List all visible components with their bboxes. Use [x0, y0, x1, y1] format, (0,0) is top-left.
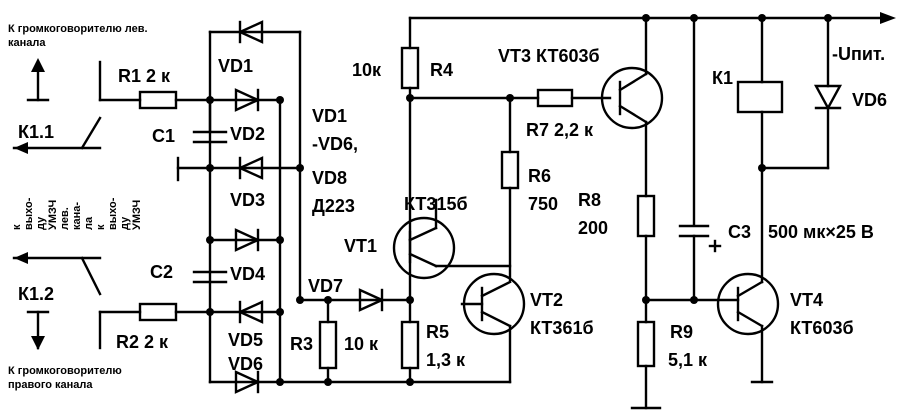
diode-vd3 — [237, 156, 264, 180]
left-speaker-label-1: К громкоговорителю лев. — [8, 23, 148, 35]
svg-text:к: к — [95, 224, 107, 230]
resistor-r6 — [500, 150, 520, 190]
label-r7: R7 2,2 к — [526, 120, 594, 140]
left-speaker-label-2: канала — [8, 37, 46, 49]
label-supply: -Uпит. — [832, 44, 885, 64]
diode-vd6 — [234, 370, 261, 394]
label-vt2-type: КТ361б — [530, 318, 594, 338]
label-r3-value: 10 к — [344, 334, 379, 354]
left-speaker-arrow — [26, 58, 50, 102]
label-vd7: VD7 — [308, 276, 343, 296]
svg-text:ла: ла — [83, 216, 95, 230]
svg-text:кана-: кана- — [71, 202, 83, 230]
svg-text:к: к — [11, 224, 23, 230]
label-r4: R4 — [430, 60, 453, 80]
right-speaker-arrow — [26, 310, 50, 350]
label-r8-value: 200 — [578, 218, 608, 238]
resistor-r8 — [636, 194, 656, 238]
note-diodes-2: -VD6, — [312, 134, 358, 154]
label-vd2: VD2 — [230, 124, 265, 144]
note-diodes-4: Д223 — [312, 196, 355, 216]
label-r6-value: 750 — [528, 194, 558, 214]
resistor-r3 — [318, 320, 338, 370]
label-r9: R9 — [670, 322, 693, 342]
label-r8: R8 — [578, 190, 601, 210]
label-vt4-type: КТ603б — [790, 318, 854, 338]
right-speaker-label-1: К громкоговорителю — [8, 365, 122, 377]
label-vt1-type: КТ315б — [404, 194, 468, 214]
right-speaker-label-2: правого канала — [8, 379, 93, 391]
relay-contact-k1-1 — [12, 60, 102, 154]
relay-contact-k1-2 — [12, 252, 102, 350]
transistor-vt4 — [716, 272, 780, 336]
label-r6: R6 — [528, 166, 551, 186]
label-r5-value: 1,3 к — [426, 350, 466, 370]
label-r3: R3 — [290, 334, 313, 354]
label-r2: R2 2 к — [116, 332, 169, 352]
transistor-vt3 — [600, 66, 664, 130]
label-k1-1: К1.1 — [18, 122, 54, 142]
label-c1: C1 — [152, 126, 175, 146]
capacitor-c1 — [192, 130, 228, 144]
right-output-note: к выхо- ду УМЗЧ — [95, 197, 143, 230]
capacitor-c3 — [678, 224, 722, 253]
label-c3-value: 500 мк×25 В — [768, 222, 874, 242]
label-r1: R1 2 к — [118, 66, 171, 86]
svg-text:ду: ду — [119, 216, 131, 230]
transistor-vt1 — [392, 216, 456, 280]
resistor-r9 — [636, 320, 656, 368]
resistor-r1 — [138, 90, 178, 110]
label-vt2: VT2 — [530, 290, 563, 310]
svg-text:УМЗЧ: УМЗЧ — [131, 200, 143, 230]
capacitor-c2 — [192, 270, 228, 284]
svg-text:выхо-: выхо- — [107, 197, 119, 230]
label-vd3: VD3 — [230, 190, 265, 210]
resistor-r7 — [536, 88, 574, 108]
diode-vd2 — [234, 88, 261, 112]
resistor-r4 — [400, 46, 420, 90]
label-k1-2: К1.2 — [18, 284, 54, 304]
note-diodes-3: VD8 — [312, 168, 347, 188]
label-vt4: VT4 — [790, 290, 823, 310]
left-output-note: к выхо- ду УМЗЧ лев. кана- ла — [11, 197, 95, 230]
resistor-r2 — [138, 302, 178, 322]
label-vd4: VD4 — [230, 264, 265, 284]
label-vt1: VT1 — [344, 236, 377, 256]
svg-text:выхо-: выхо- — [23, 197, 35, 230]
label-vd6-right: VD6 — [852, 90, 887, 110]
resistor-r5 — [400, 320, 420, 370]
label-r4-value: 10к — [352, 60, 382, 80]
label-k1: К1 — [712, 68, 733, 88]
svg-text:лев.: лев. — [59, 207, 71, 230]
label-c2: C2 — [150, 262, 173, 282]
diode-vd7 — [358, 288, 385, 312]
label-vt3: VT3 КТ603б — [498, 46, 600, 66]
label-vd5: VD5 — [228, 330, 263, 350]
label-vd6: VD6 — [228, 354, 263, 374]
svg-text:УМЗЧ: УМЗЧ — [47, 200, 59, 230]
svg-text:ду: ду — [35, 216, 47, 230]
diode-vd1 — [237, 20, 264, 44]
label-r5: R5 — [426, 322, 449, 342]
relay-coil-k1 — [736, 80, 784, 114]
label-r9-value: 5,1 к — [668, 350, 708, 370]
note-diodes-1: VD1 — [312, 106, 347, 126]
diode-vd6-right — [813, 84, 843, 111]
diode-vd4 — [234, 228, 261, 252]
label-c3: C3 — [728, 222, 751, 242]
label-vd1: VD1 — [218, 56, 253, 76]
